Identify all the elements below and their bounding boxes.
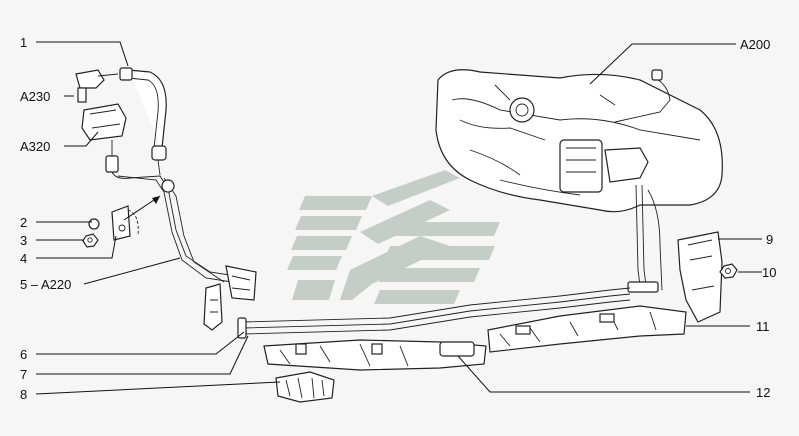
pipe-bracket-11 [487, 305, 687, 353]
callout-3: 3 [20, 233, 27, 248]
callout-labels: 1 A230 A320 2 3 4 5 – A220 6 7 8 A200 9 … [20, 35, 776, 402]
nut-10 [719, 263, 738, 279]
callout-a320: A320 [20, 139, 50, 154]
callout-4: 4 [20, 251, 27, 266]
valve-a320 [81, 103, 127, 173]
connector-a230 [75, 69, 119, 103]
nut-3 [82, 233, 99, 248]
callout-a230: A230 [20, 89, 50, 104]
callout-7: 7 [20, 367, 27, 382]
callout-8: 8 [20, 387, 27, 402]
hose-assembly [119, 67, 167, 176]
callout-2: 2 [20, 215, 27, 230]
bolt-2 [88, 218, 100, 230]
pipe-bracket-12 [263, 339, 487, 371]
fuel-tank [435, 69, 723, 213]
callout-5-a220: 5 – A220 [20, 277, 71, 292]
callout-6: 6 [20, 347, 27, 362]
heat-shield [677, 231, 723, 323]
pipe-a220 [111, 171, 257, 331]
bracket-4 [111, 205, 139, 241]
tank-feed-lines [627, 184, 663, 293]
pointer-arrow [123, 195, 161, 221]
clip-8 [275, 371, 335, 403]
leader-lines [35, 41, 762, 395]
callout-11: 11 [756, 319, 770, 334]
callout-a200: A200 [740, 37, 770, 52]
callout-1: 1 [20, 35, 27, 50]
fuel-pipes [237, 287, 631, 339]
callout-12: 12 [756, 385, 770, 400]
callout-10: 10 [762, 265, 776, 280]
callout-9: 9 [766, 232, 773, 247]
watermark-logo [287, 170, 500, 304]
